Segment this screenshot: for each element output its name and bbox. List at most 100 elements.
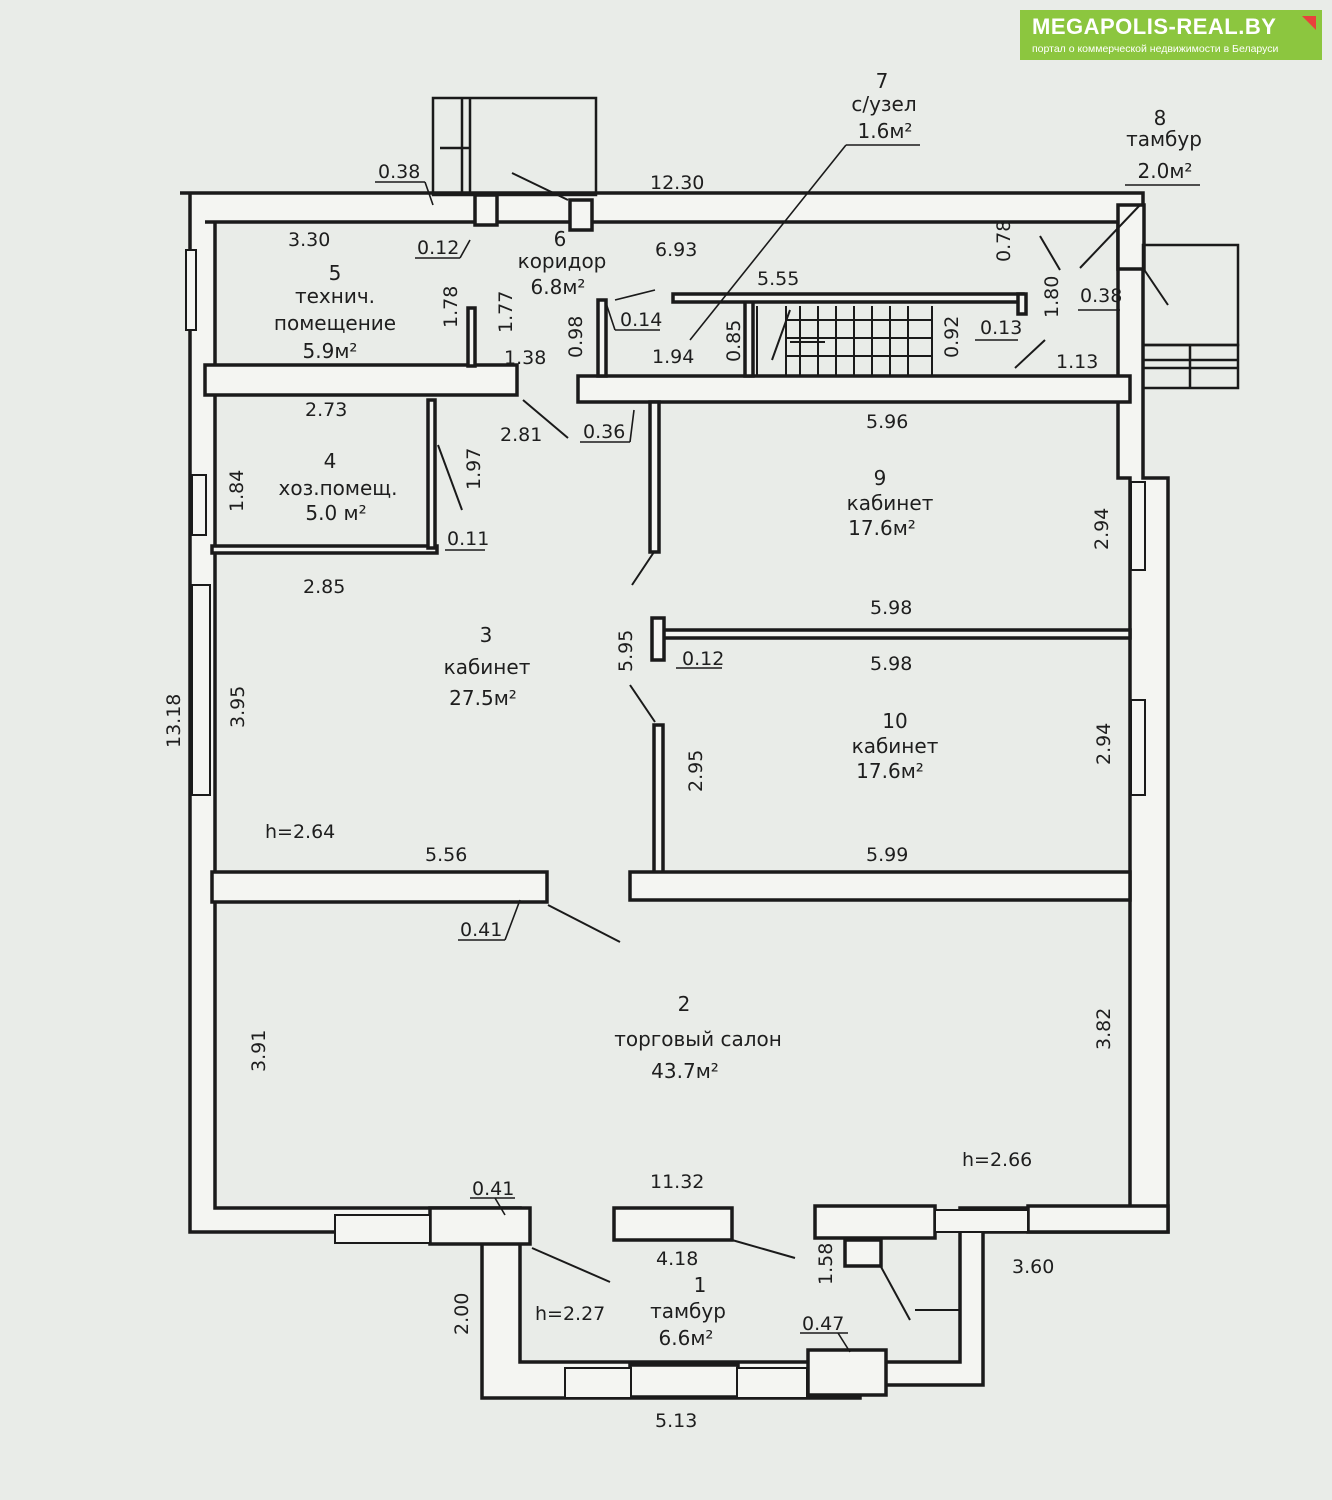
wall-segment: [648, 400, 661, 554]
room-1-name: тамбур: [650, 1299, 726, 1323]
room-labels: 1 тамбур 6.6м² 2 торговый салон 43.7м² 3…: [274, 69, 1202, 1350]
wall-segment: [426, 398, 437, 550]
dimension: 0.92: [941, 316, 963, 358]
ceiling-heights: h=2.64 h=2.66 h=2.27: [265, 821, 1032, 1325]
dimension: 0.13: [980, 317, 1022, 339]
wall-segment: [1016, 292, 1028, 316]
logo-subtitle: портал о коммерческой недвижимости в Бел…: [1032, 43, 1279, 55]
wall-segment: [628, 870, 1132, 902]
wall-segment: [210, 544, 439, 555]
dimension: 2.95: [685, 750, 707, 792]
room-7-num: 7: [876, 69, 889, 93]
dimension: 1.97: [463, 448, 485, 490]
room-8-area: 2.0м²: [1138, 159, 1193, 183]
room-3-num: 3: [480, 623, 493, 647]
room-10-area: 17.6м²: [856, 759, 924, 783]
room-5-area: 5.9м²: [303, 339, 358, 363]
room-4-num: 4: [324, 449, 337, 473]
dimension-labels: 0.38 3.30 0.12 12.30 6.93 5.55 0.78 1.80…: [163, 161, 1122, 1432]
wall-segment: [652, 723, 665, 875]
room-9-name: кабинет: [847, 491, 934, 515]
dimension: 1.84: [226, 470, 248, 512]
room-3-name: кабинет: [444, 655, 531, 679]
dimension: 5.55: [757, 268, 799, 290]
leader-lines: [375, 144, 1200, 1353]
dimension: 0.47: [802, 1313, 844, 1335]
windows: [185, 249, 1146, 1399]
wall-segment: [650, 616, 666, 662]
dimension: 2.85: [303, 576, 345, 598]
wall-segment: [203, 363, 519, 397]
room-5-name: технич.: [295, 284, 375, 308]
room-1-num: 1: [694, 1273, 707, 1297]
dimension: 5.56: [425, 844, 467, 866]
dimension: 13.18: [163, 694, 185, 748]
dimension: 0.38: [1080, 285, 1122, 307]
dimension: 2.00: [451, 1293, 473, 1335]
dimension: 2.81: [500, 424, 542, 446]
dimension: 0.38: [378, 161, 420, 183]
room-9-area: 17.6м²: [848, 516, 916, 540]
dimension: 0.78: [993, 220, 1015, 262]
room-1-area: 6.6м²: [659, 1326, 714, 1350]
room-8-num: 8: [1154, 106, 1167, 130]
dimension: 5.98: [870, 653, 912, 675]
dimension: 6.93: [655, 239, 697, 261]
room-8-name: тамбур: [1126, 127, 1202, 151]
dimension: 5.98: [870, 597, 912, 619]
wall-segment: [576, 374, 1132, 404]
dimension: 5.95: [615, 630, 637, 672]
room-2-num: 2: [678, 992, 691, 1016]
room-2-name: торговый салон: [614, 1027, 782, 1051]
room-7-name: с/узел: [851, 92, 916, 116]
room-6-num: 6: [554, 227, 567, 251]
dimension: 3.30: [288, 229, 330, 251]
room-6-name: коридор: [518, 249, 607, 273]
wall-segment: [466, 306, 477, 368]
dimension: 2.73: [305, 399, 347, 421]
door-swings: [437, 172, 1169, 1321]
height-label: h=2.27: [535, 1303, 605, 1325]
dimension: 1.94: [652, 346, 694, 368]
walls: [180, 191, 1170, 1400]
wall-segment: [806, 1348, 888, 1397]
dimension: 3.95: [227, 686, 249, 728]
dimension: 1.80: [1041, 276, 1063, 318]
dimension: 1.13: [1056, 351, 1098, 373]
dimension: 3.60: [1012, 1256, 1054, 1278]
dimension: 3.82: [1093, 1008, 1115, 1050]
room-7-area: 1.6м²: [858, 119, 913, 143]
wall-segment: [743, 298, 755, 378]
stairs: [756, 306, 933, 376]
site-logo[interactable]: MEGAPOLIS-REAL.BY портал о коммерческой …: [1020, 10, 1322, 60]
logo-corner-mark: [1302, 16, 1316, 30]
dimension: 1.58: [815, 1243, 837, 1285]
room-4-name: хоз.помещ.: [279, 476, 398, 500]
room-5-name2: помещение: [274, 311, 396, 335]
height-label: h=2.64: [265, 821, 335, 843]
logo-title: MEGAPOLIS-REAL.BY: [1032, 14, 1277, 39]
room-9-num: 9: [874, 466, 887, 490]
dimension: 2.94: [1093, 723, 1115, 765]
wall-segment: [568, 198, 594, 232]
dimension: 5.99: [866, 844, 908, 866]
dimension: 0.36: [583, 421, 625, 443]
dimension: 12.30: [650, 172, 704, 194]
dimension: 2.94: [1091, 508, 1113, 550]
wall-segment: [628, 1363, 740, 1399]
dimension: 1.77: [495, 291, 517, 333]
wall-segment: [612, 1206, 734, 1242]
dimension: 0.85: [723, 320, 745, 362]
wall-segment: [843, 1238, 883, 1268]
dimension: 1.78: [440, 286, 462, 328]
room-6-area: 6.8м²: [531, 275, 586, 299]
wall-segment: [596, 298, 608, 378]
dimension: 0.12: [417, 237, 459, 259]
room-4-area: 5.0 м²: [305, 501, 366, 525]
wall-segment: [473, 193, 499, 227]
wall-segment: [428, 1206, 532, 1246]
dimension: 11.32: [650, 1171, 704, 1193]
porch-structures: [431, 96, 1240, 390]
wall-segment: [1026, 1204, 1170, 1234]
